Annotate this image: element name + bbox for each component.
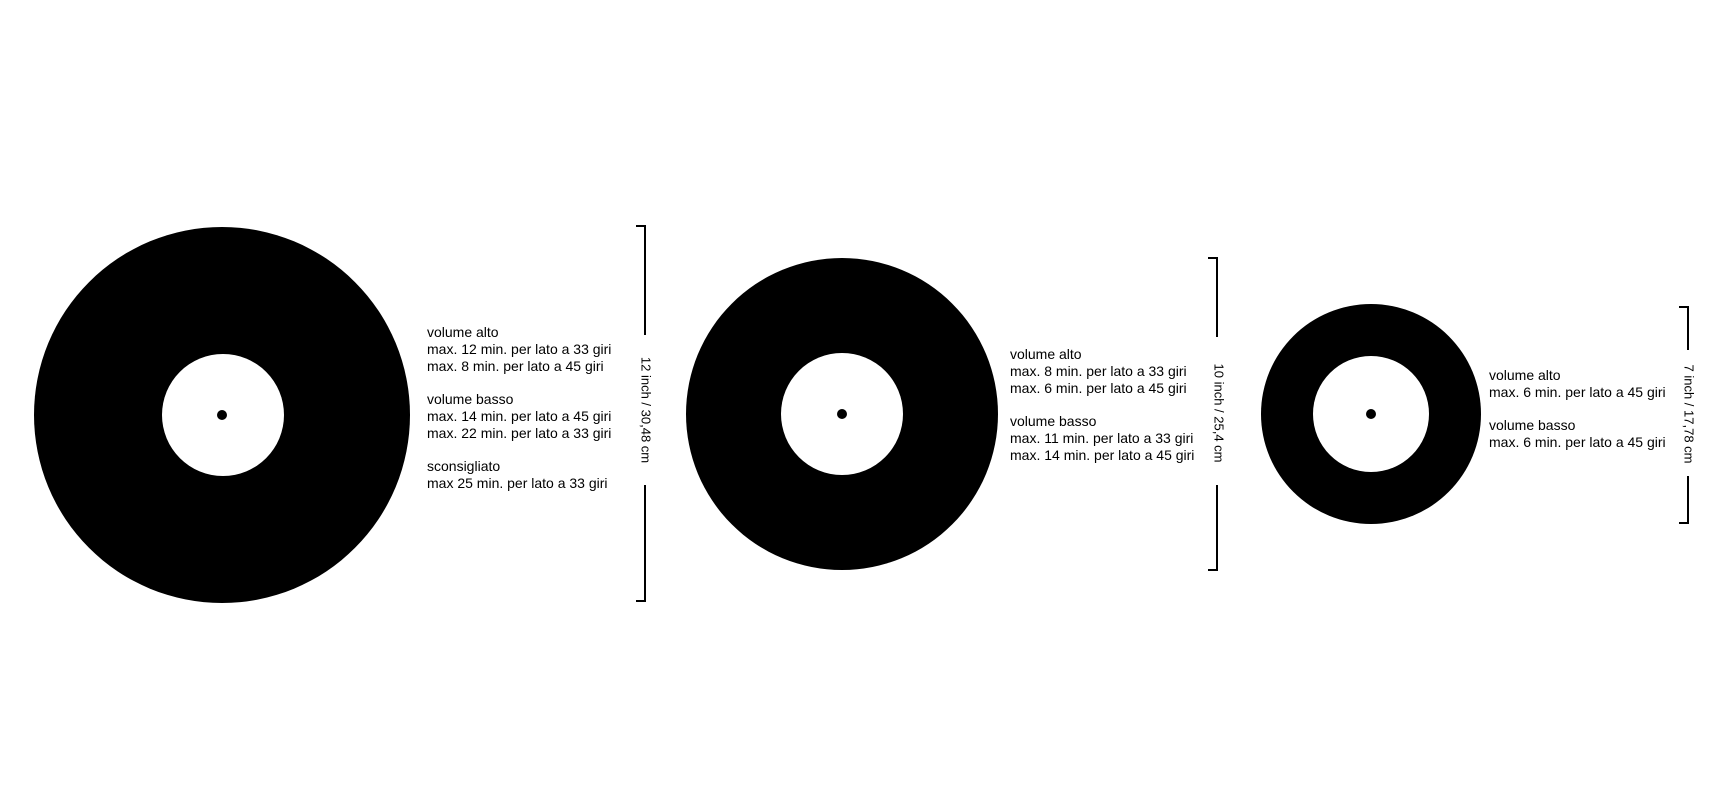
note-line: volume alto xyxy=(427,324,499,340)
note-line: max 25 min. per lato a 33 giri xyxy=(427,475,608,491)
record-notes-10-inch: volume alto max. 8 min. per lato a 33 gi… xyxy=(1010,346,1194,464)
record-notes-12-inch: volume alto max. 12 min. per lato a 33 g… xyxy=(427,324,611,492)
note-group-volume-basso: volume basso max. 6 min. per lato a 45 g… xyxy=(1489,417,1666,451)
note-line: max. 8 min. per lato a 45 giri xyxy=(427,358,604,374)
note-line: max. 6 min. per lato a 45 giri xyxy=(1010,380,1187,396)
note-line: volume alto xyxy=(1010,346,1082,362)
note-group-volume-alto: volume alto max. 8 min. per lato a 33 gi… xyxy=(1010,346,1194,397)
note-group-volume-alto: volume alto max. 12 min. per lato a 33 g… xyxy=(427,324,611,375)
spindle-hole-10-inch xyxy=(837,409,847,419)
note-line: volume alto xyxy=(1489,367,1561,383)
note-line: volume basso xyxy=(1010,413,1097,429)
note-line: max. 6 min. per lato a 45 giri xyxy=(1489,434,1666,450)
note-group-sconsigliato: sconsigliato max 25 min. per lato a 33 g… xyxy=(427,458,611,492)
note-line: volume basso xyxy=(427,391,514,407)
note-group-volume-alto: volume alto max. 6 min. per lato a 45 gi… xyxy=(1489,367,1666,401)
note-group-volume-basso: volume basso max. 11 min. per lato a 33 … xyxy=(1010,413,1194,464)
note-line: sconsigliato xyxy=(427,458,501,474)
note-line: max. 11 min. per lato a 33 giri xyxy=(1010,430,1194,446)
size-label-10-inch: 10 inch / 25,4 cm xyxy=(1211,359,1227,467)
note-line: max. 6 min. per lato a 45 giri xyxy=(1489,384,1666,400)
record-notes-7-inch: volume alto max. 6 min. per lato a 45 gi… xyxy=(1489,367,1666,451)
spindle-hole-12-inch xyxy=(217,410,227,420)
note-group-volume-basso: volume basso max. 14 min. per lato a 45 … xyxy=(427,391,611,442)
note-line: volume basso xyxy=(1489,417,1576,433)
note-line: max. 8 min. per lato a 33 giri xyxy=(1010,363,1187,379)
size-label-12-inch: 12 inch / 30,48 cm xyxy=(638,352,654,468)
note-line: max. 12 min. per lato a 33 giri xyxy=(427,341,612,357)
size-label-7-inch: 7 inch / 17,78 cm xyxy=(1681,360,1697,468)
note-line: max. 14 min. per lato a 45 giri xyxy=(427,408,612,424)
note-line: max. 22 min. per lato a 33 giri xyxy=(427,425,612,441)
spindle-hole-7-inch xyxy=(1366,409,1376,419)
note-line: max. 14 min. per lato a 45 giri xyxy=(1010,447,1195,463)
